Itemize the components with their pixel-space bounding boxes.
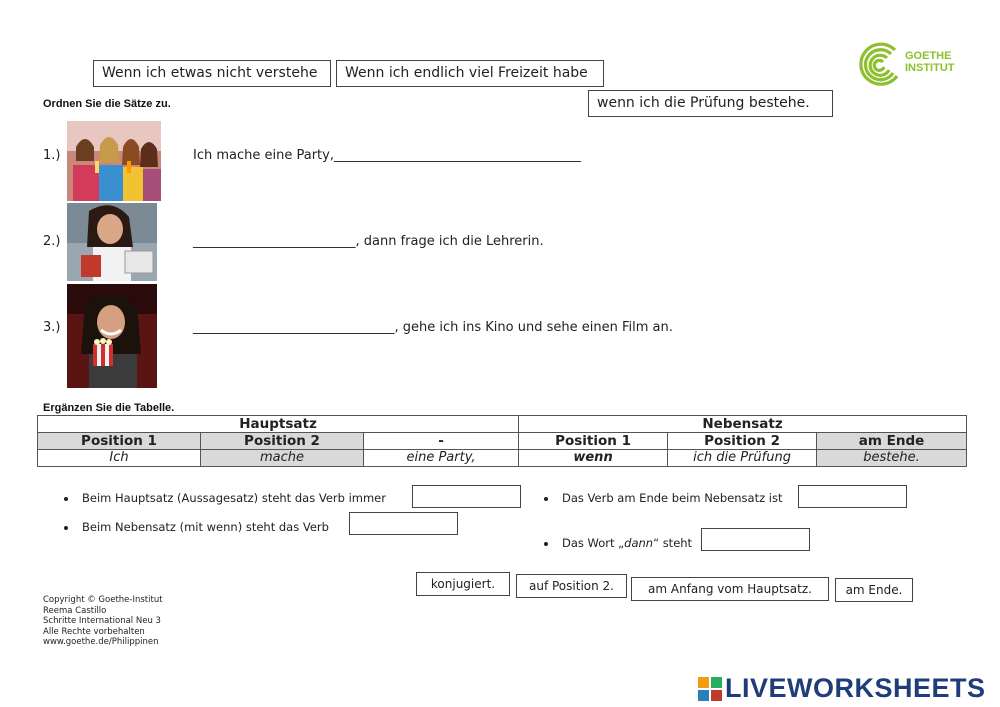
table-cell: eine Party, — [362, 449, 520, 467]
goethe-logo: GOETHE INSTITUT — [855, 42, 965, 88]
bullet-hauptsatz-verb: Beim Hauptsatz (Aussagesatz) steht das V… — [64, 491, 386, 505]
bullet-text: Beim Nebensatz (mit wenn) steht das Verb — [82, 520, 329, 534]
bullet-icon — [64, 525, 68, 530]
column-header-ns-position2: Position 2 — [667, 432, 818, 450]
bullet-icon — [544, 541, 548, 546]
bullet-wort-dann: Das Wort „dann“ steht — [544, 536, 692, 550]
answer-chip-position2[interactable]: auf Position 2. — [516, 574, 627, 598]
exercise-number-1: 1.) — [43, 148, 61, 163]
drop-zone-hauptsatz-verb[interactable] — [412, 485, 521, 508]
bullet-nebensatz-verb: Beim Nebensatz (mit wenn) steht das Verb — [64, 520, 329, 534]
grammar-table: Hauptsatz Nebensatz Position 1 Position … — [36, 415, 968, 467]
liveworksheets-brand: LIVEWORKSHEETS — [698, 673, 986, 704]
exercise-number-3: 3.) — [43, 320, 61, 335]
copyright-line: Alle Rechte vorbehalten — [43, 626, 145, 637]
bullet-text: “ steht — [653, 536, 693, 550]
copyright-line: Reema Castillo — [43, 605, 107, 616]
logo-line1: GOETHE — [905, 50, 952, 62]
instruction-complete-table: Ergänzen Sie die Tabelle. — [43, 402, 175, 414]
column-header-am-ende: am Ende — [816, 432, 968, 450]
drop-zone-nebensatz-verb[interactable] — [349, 512, 458, 535]
group-header-nebensatz: Nebensatz — [518, 415, 968, 433]
table-cell: Ich — [37, 449, 201, 467]
drop-zone-wort-dann[interactable] — [701, 528, 810, 551]
answer-chip-am-anfang[interactable]: am Anfang vom Hauptsatz. — [631, 577, 829, 601]
table-cell: ich die Prüfung — [667, 449, 818, 467]
bullet-text-dann: dann — [624, 536, 654, 550]
goethe-logo-text: GOETHE INSTITUT — [905, 50, 955, 74]
table-cell: mache — [200, 449, 364, 467]
cinema-photo — [67, 284, 157, 388]
drop-zone-verb-am-ende[interactable] — [798, 485, 907, 508]
bullet-icon — [64, 496, 68, 501]
bullet-icon — [544, 496, 548, 501]
copyright-line: Copyright © Goethe-Institut — [43, 595, 163, 605]
column-header-position2: Position 2 — [200, 432, 364, 450]
bullet-text: Beim Hauptsatz (Aussagesatz) steht das V… — [82, 491, 386, 505]
column-header-ns-position1: Position 1 — [518, 432, 669, 450]
answer-chip-konjugiert[interactable]: konjugiert. — [416, 572, 510, 596]
party-photo — [67, 121, 161, 201]
table-cell: wenn — [518, 449, 669, 467]
instruction-order-sentences: Ordnen Sie die Sätze zu. — [43, 98, 171, 110]
column-header-position1: Position 1 — [37, 432, 201, 450]
group-header-hauptsatz: Hauptsatz — [36, 415, 520, 433]
answer-chip-wenn-verstehe[interactable]: Wenn ich etwas nicht verstehe — [93, 60, 331, 87]
bullet-verb-am-ende: Das Verb am Ende beim Nebensatz ist — [544, 491, 782, 505]
goethe-logo-icon — [859, 42, 899, 86]
answer-chip-am-ende[interactable]: am Ende. — [835, 578, 913, 602]
exercise-sentence-1: Ich mache eine Party,___________________… — [193, 148, 581, 163]
bullet-text: Das Wort „ — [562, 536, 625, 550]
column-header-dash: - — [362, 432, 520, 450]
liveworksheets-text: LIVEWORKSHEETS — [725, 673, 986, 703]
exercise-sentence-3: _______________________________, gehe ic… — [193, 320, 673, 335]
student-photo — [67, 203, 157, 281]
copyright-block: Copyright © Goethe-Institut Reema Castil… — [43, 595, 163, 648]
bullet-text: Das Verb am Ende beim Nebensatz ist — [562, 491, 783, 505]
logo-line2: INSTITUT — [905, 62, 955, 74]
exercise-sentence-2: _________________________, dann frage ic… — [193, 234, 544, 249]
answer-chip-wenn-freizeit[interactable]: Wenn ich endlich viel Freizeit habe — [336, 60, 604, 87]
copyright-line: www.goethe.de/Philippinen — [43, 637, 159, 647]
table-cell: bestehe. — [816, 449, 968, 467]
liveworksheets-logo-icon — [698, 676, 722, 701]
answer-chip-wenn-pruefung[interactable]: wenn ich die Prüfung bestehe. — [588, 90, 833, 117]
copyright-line: Schritte International Neu 3 — [43, 616, 161, 626]
exercise-number-2: 2.) — [43, 234, 61, 249]
